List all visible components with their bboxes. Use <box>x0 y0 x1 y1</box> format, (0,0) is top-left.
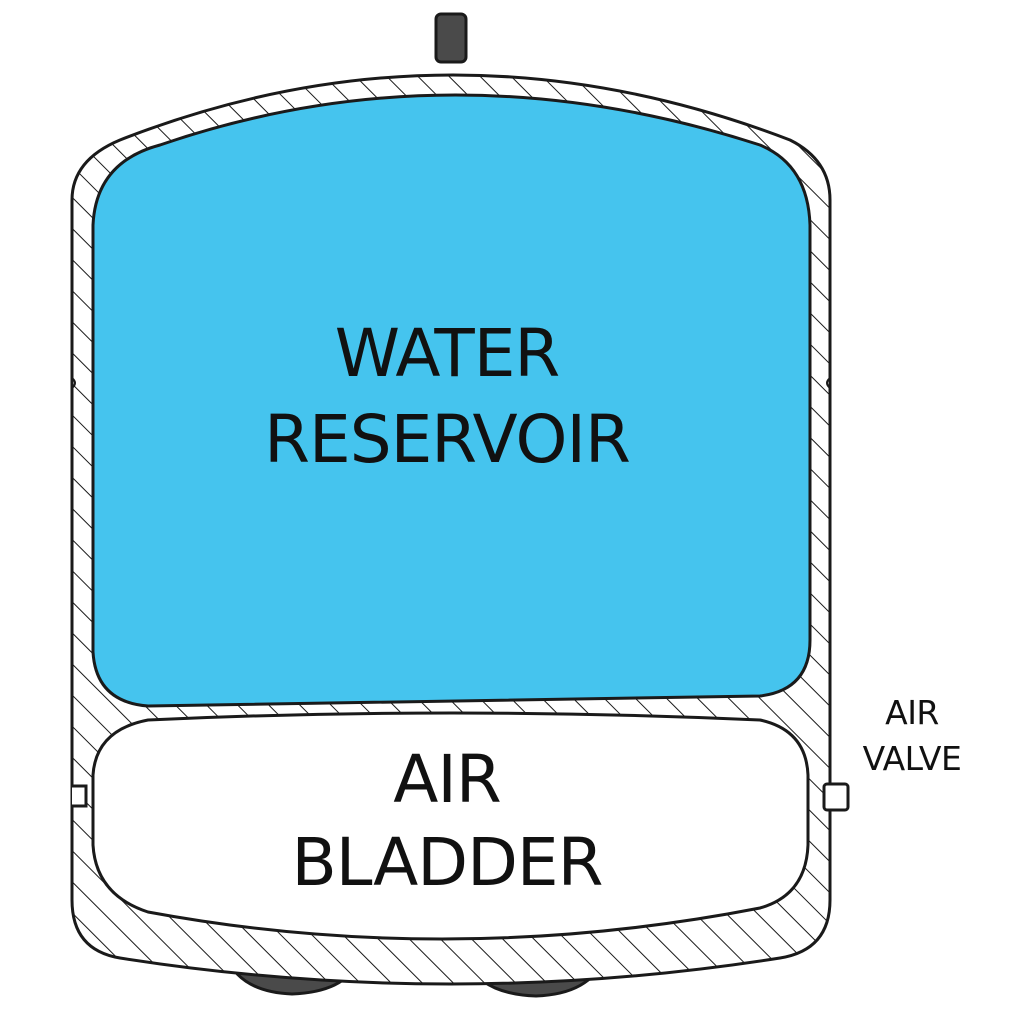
water-label-line-1: WATER <box>335 315 560 392</box>
water-reservoir <box>91 93 812 708</box>
air-bladder <box>91 711 810 941</box>
air-valve-label: AIR VALVE <box>863 693 962 778</box>
water-label-line-2: RESERVOIR <box>264 401 630 478</box>
top-port <box>434 12 468 64</box>
air-valve <box>822 782 850 812</box>
bladder-label-line-1: AIR <box>393 741 500 818</box>
air-bladder-label: AIR BLADDER <box>292 741 604 901</box>
valve-label-line-1: AIR <box>885 693 939 732</box>
valve-label-line-2: VALVE <box>863 739 962 778</box>
water-reservoir-label: WATER RESERVOIR <box>264 315 631 478</box>
bladder-label-line-2: BLADDER <box>292 824 603 901</box>
